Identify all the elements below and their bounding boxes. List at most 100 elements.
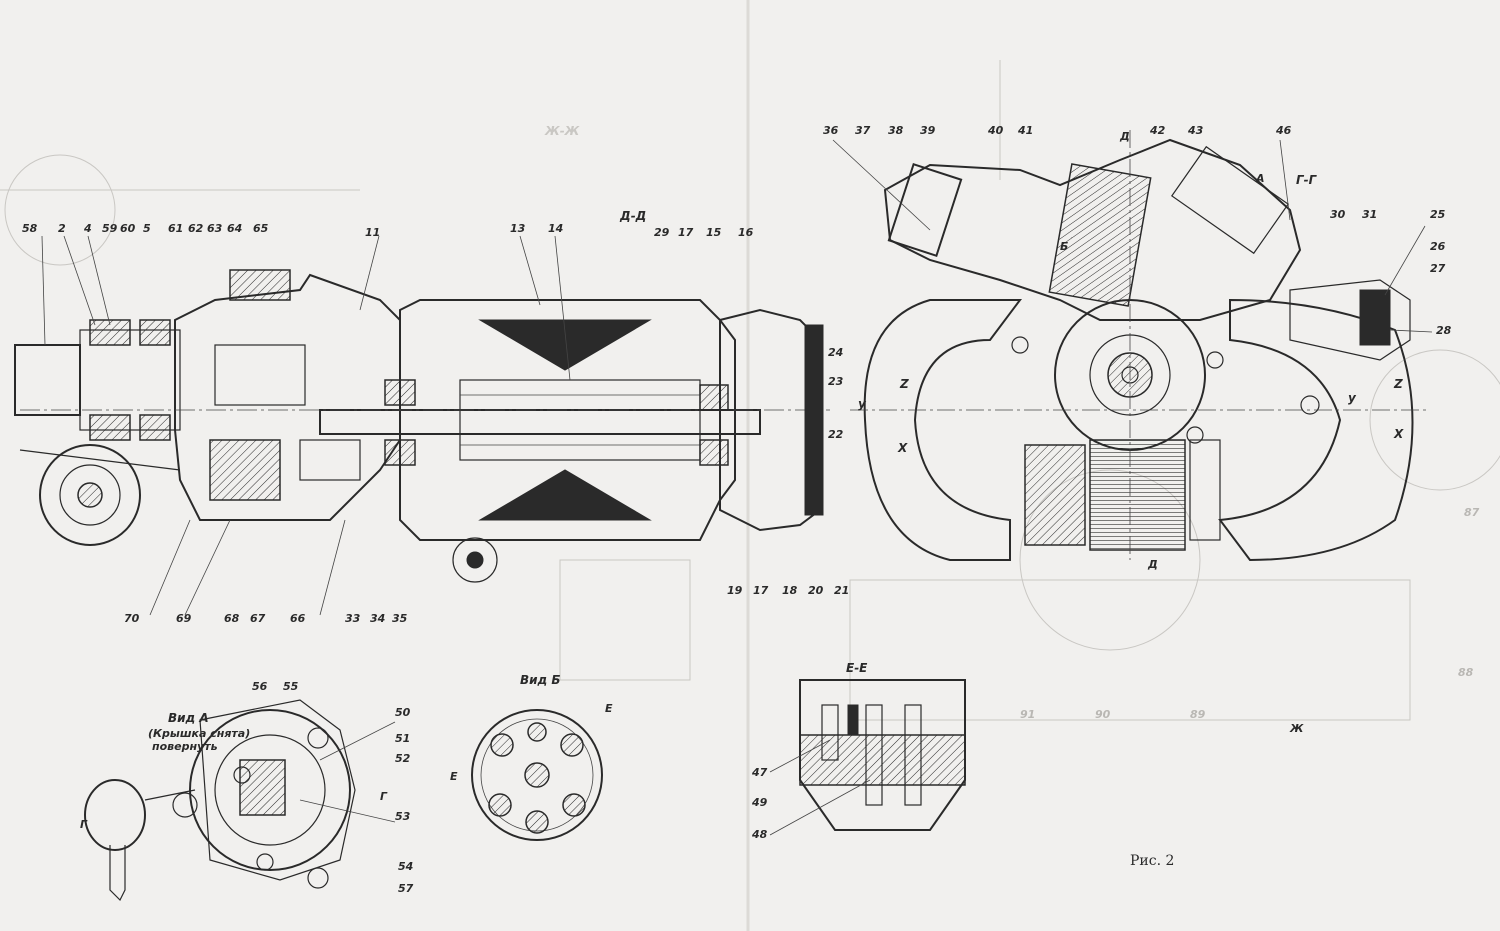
axis-labels: у Z Х у Z Х: [858, 377, 1404, 455]
callout: 54: [398, 860, 413, 873]
callout: 20: [808, 584, 824, 597]
callout: 70: [124, 612, 140, 625]
axis-z-right: Z: [1393, 377, 1403, 391]
callout: 58: [22, 222, 38, 235]
callout: 87: [1464, 506, 1480, 519]
section-ee: [799, 679, 966, 831]
gear-hub: [1024, 444, 1086, 546]
terminal-block: [1048, 163, 1152, 307]
plug: [887, 162, 963, 258]
arrow-g-left-label: Г: [80, 818, 88, 831]
end-cap: [1359, 289, 1391, 346]
callout: 11: [365, 226, 380, 239]
section-ee-label: Е-Е: [846, 661, 868, 675]
callout: 60: [120, 222, 136, 235]
callout: 48: [751, 828, 768, 841]
view-a-label: Вид А: [168, 711, 209, 725]
callout: 15: [706, 226, 722, 239]
callout: 36: [823, 124, 839, 137]
callout: 14: [548, 222, 563, 235]
callout: 28: [1436, 324, 1452, 337]
callout: 64: [227, 222, 242, 235]
motor-stator-housing: [399, 299, 736, 541]
callout: 66: [290, 612, 306, 625]
callout: 13: [510, 222, 526, 235]
callout: 69: [176, 612, 192, 625]
callout: 31: [1362, 208, 1377, 221]
fan-cover: [804, 324, 824, 516]
rotor: [459, 379, 701, 461]
gear-wheel: [209, 439, 281, 501]
view-a-flange: [189, 709, 351, 871]
arrow-e-left-label: Е: [450, 770, 458, 783]
motor-longitudinal-section: [14, 269, 830, 583]
callout: 17: [753, 584, 769, 597]
callout: 57: [398, 882, 414, 895]
callout: 90: [1095, 708, 1111, 721]
arrow-d-bottom-label: Д: [1147, 558, 1158, 571]
section-dd-label: Д-Д: [619, 209, 646, 223]
axis-y-right: у: [1348, 391, 1357, 405]
callout: 16: [738, 226, 754, 239]
figure-caption: Рис. 2: [1130, 853, 1174, 869]
callout: 30: [1330, 208, 1346, 221]
callout: 34: [370, 612, 385, 625]
callout: 67: [250, 612, 266, 625]
worm-gear: [1089, 439, 1186, 551]
axis-z-left: Z: [899, 377, 909, 391]
callout: 51: [395, 732, 410, 745]
section-zhzh-label: Ж-Ж: [544, 124, 580, 138]
connector-housing: [883, 138, 1302, 321]
wheel: [39, 444, 141, 546]
callout: 46: [1275, 124, 1292, 137]
arrow-a-label: А: [1255, 172, 1265, 185]
bolt-head: [229, 269, 291, 301]
callout: 42: [1149, 124, 1166, 137]
axis-x-right: Х: [1393, 427, 1404, 441]
callout: 88: [1458, 666, 1474, 679]
arrow-zh-label: Ж: [1289, 722, 1304, 735]
axis-y-left: у: [858, 397, 867, 411]
view-b-connector: [471, 709, 603, 841]
callout: 65: [253, 222, 269, 235]
callout: 63: [207, 222, 223, 235]
callout: 35: [392, 612, 408, 625]
callout: 47: [751, 766, 768, 779]
callout: 23: [828, 375, 844, 388]
callout: 26: [1430, 240, 1446, 253]
view-b-detail: [471, 709, 603, 841]
callout: 53: [395, 810, 411, 823]
callout: 43: [1187, 124, 1204, 137]
callout: 5: [143, 222, 151, 235]
arrow-g-right-label: Г: [380, 790, 388, 803]
leader-lines: [41, 139, 1433, 836]
callout: 50: [395, 706, 411, 719]
callout: 68: [224, 612, 240, 625]
callout: 40: [987, 124, 1004, 137]
view-a-note1: (Крышка снята): [148, 727, 250, 740]
callout: 2: [58, 222, 66, 235]
callout: 89: [1190, 708, 1206, 721]
callout: 49: [751, 796, 768, 809]
view-a-note2: повернуть: [152, 740, 218, 753]
arrow-e-top-label: Е: [605, 702, 613, 715]
callout: 33: [345, 612, 361, 625]
stator-winding-top: [478, 319, 652, 371]
section-labels: Д-Д Г-Г Е-Е Ж-Ж Вид А (Крышка снята) пов…: [80, 124, 1318, 831]
gear-unit-view: [850, 130, 1430, 562]
callout: 91: [1020, 708, 1035, 721]
motor-shaft: [319, 409, 761, 435]
arrow-d-top-label: Д: [1119, 130, 1130, 143]
callout: 29: [654, 226, 670, 239]
callout: 19: [727, 584, 743, 597]
arrow-b-label: Б: [1060, 240, 1068, 253]
frame-left: [863, 299, 1022, 561]
callout: 62: [188, 222, 204, 235]
view-b-label: Вид Б: [520, 673, 561, 687]
shaft-end: [14, 344, 81, 416]
stator-winding-bottom: [478, 469, 652, 521]
callout: 24: [828, 346, 843, 359]
cable-gland: [84, 779, 146, 851]
